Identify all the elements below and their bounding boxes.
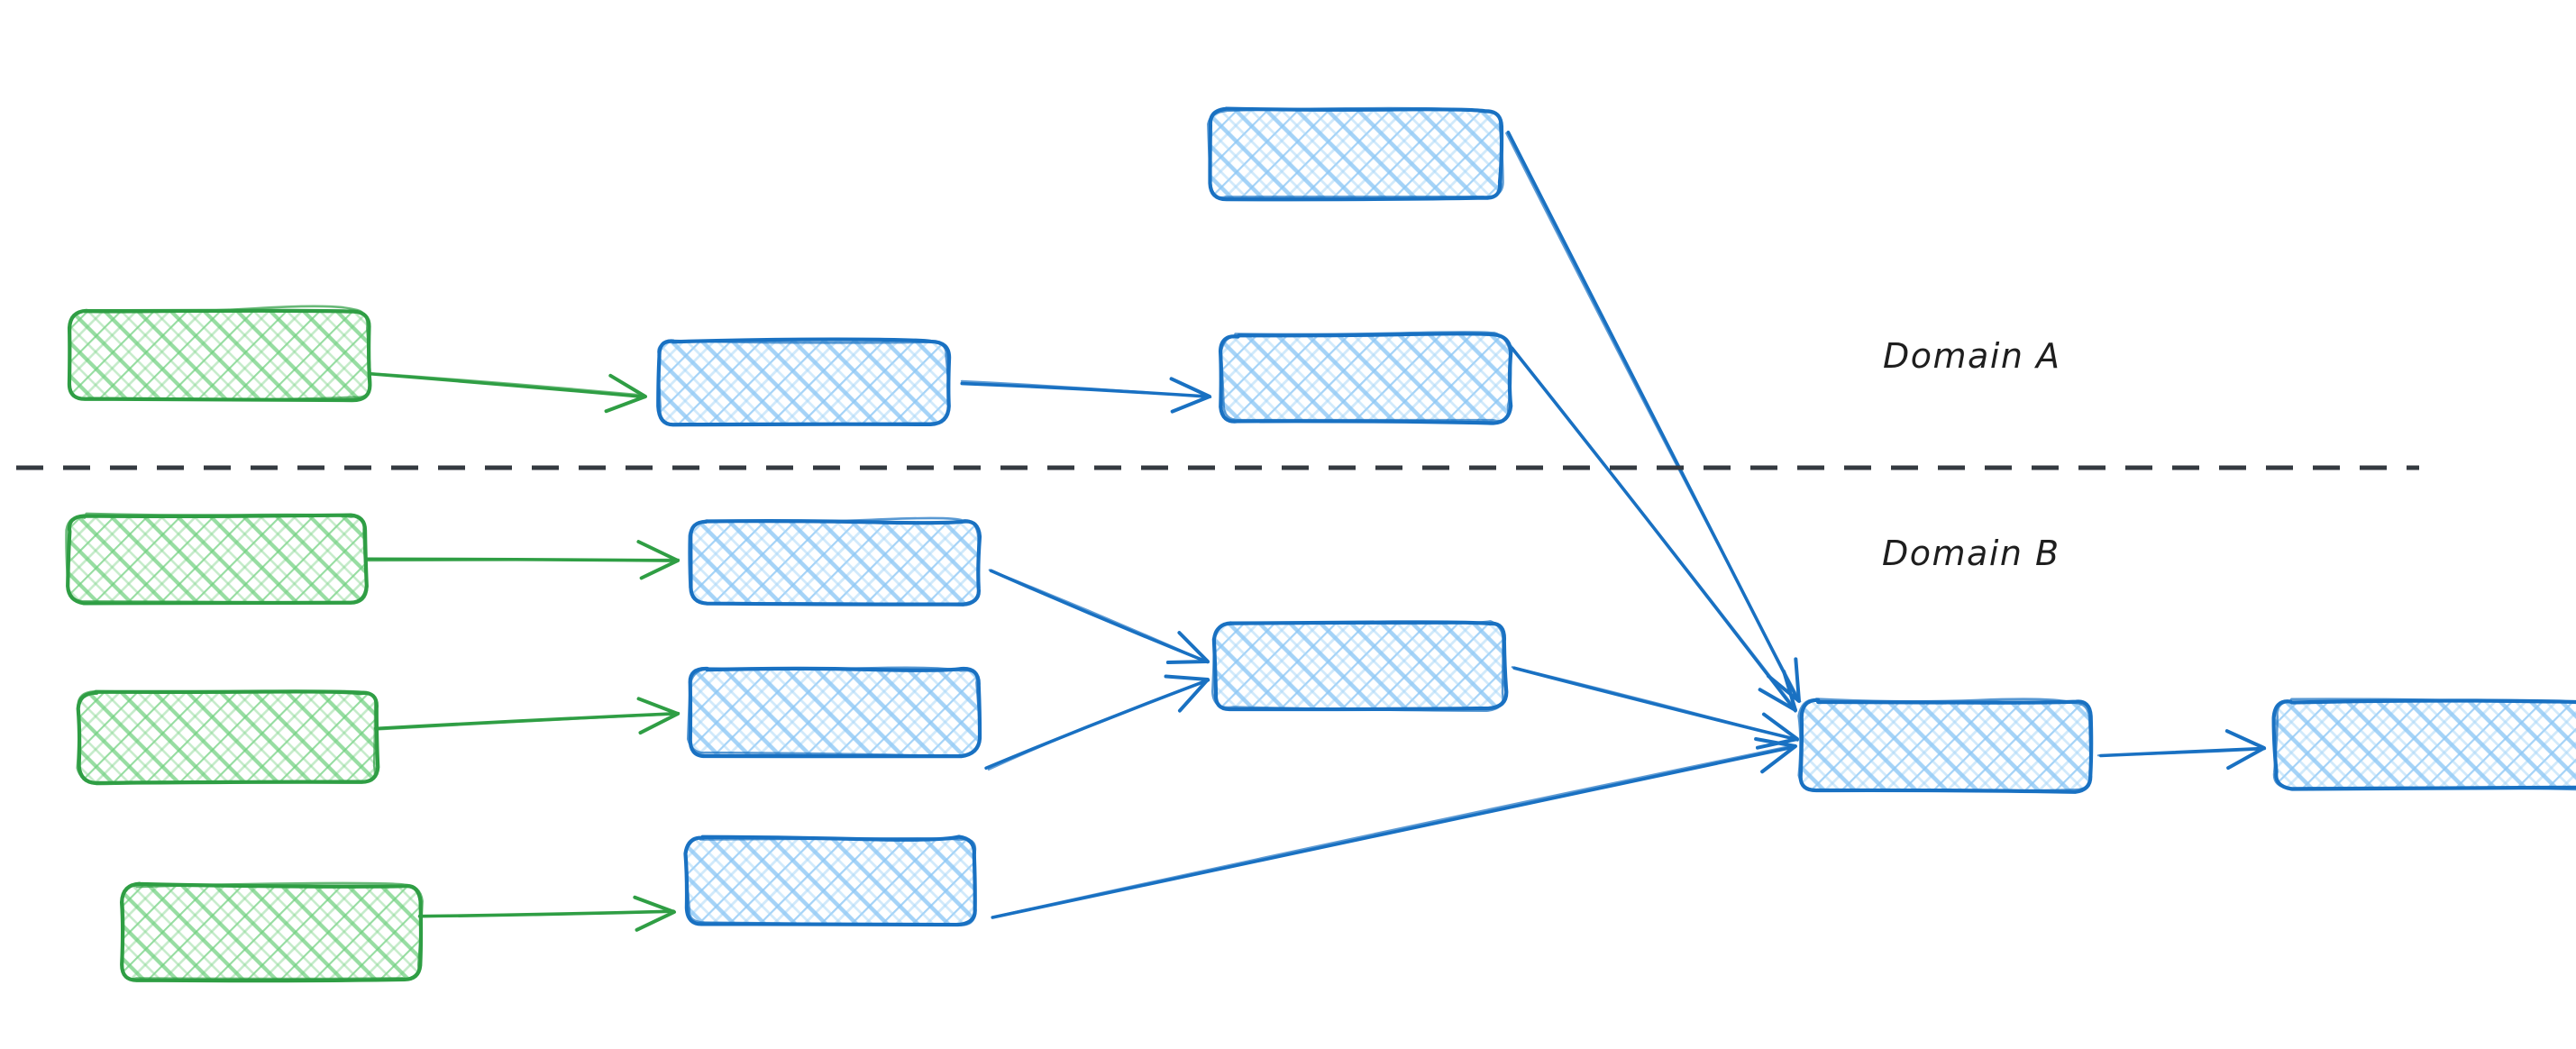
node-fill — [70, 311, 370, 399]
node-fill — [2275, 701, 2576, 788]
edge-layer — [364, 130, 2267, 932]
edge-shaft — [1505, 132, 1802, 703]
node-outline — [1797, 698, 2093, 793]
node-blue-b3[interactable] — [683, 835, 977, 927]
node-blue-merge[interactable] — [1210, 620, 1509, 712]
edge-shaft — [988, 569, 1210, 664]
edge-blue-b2-to-merge[interactable] — [984, 674, 1210, 771]
edge-shaft — [418, 910, 676, 917]
edge-shaft — [1511, 666, 1799, 742]
edge-arrowhead — [1754, 736, 1797, 774]
node-green-b2[interactable] — [76, 689, 380, 786]
node-fill — [123, 885, 420, 981]
node-fill — [690, 521, 979, 604]
node-green-b3[interactable] — [119, 881, 424, 983]
edge-arrowhead — [1755, 712, 1799, 750]
edge-shaft — [987, 680, 1210, 771]
node-outline — [1207, 106, 1504, 199]
node-fill — [79, 692, 377, 782]
node-green-a1[interactable] — [67, 305, 372, 403]
edge-shaft — [366, 558, 681, 562]
node-layer — [65, 106, 2576, 983]
edge-shaft — [960, 379, 1212, 398]
node-fill — [1801, 701, 2091, 791]
edge-blue-merge-to-sink[interactable] — [1511, 666, 1799, 750]
node-fill — [1210, 110, 1501, 198]
edge-blue-a2-to-sink[interactable] — [1510, 344, 1797, 713]
domain-a-label: Domain A — [1883, 336, 2061, 376]
edge-arrowhead — [1164, 674, 1210, 713]
edge-arrowhead — [1165, 631, 1210, 665]
edge-green-b2-to-blue-b2[interactable] — [373, 697, 681, 735]
edge-blue-sink-to-out[interactable] — [2096, 729, 2267, 771]
node-fill — [69, 515, 366, 602]
edge-blue-b3-to-sink[interactable] — [991, 736, 1797, 919]
edge-green-b1-to-blue-b1[interactable] — [364, 540, 681, 580]
node-blue-a2[interactable] — [1218, 331, 1513, 425]
node-blue-out[interactable] — [2271, 698, 2576, 791]
node-outline — [68, 305, 372, 401]
edge-blue-a1-to-blue-a2[interactable] — [960, 377, 1212, 414]
edge-shaft — [1510, 344, 1797, 711]
edge-shaft — [991, 744, 1797, 919]
node-blue-b2[interactable] — [686, 666, 982, 759]
edge-shaft — [991, 743, 1796, 918]
node-fill — [1215, 624, 1505, 708]
edge-blue-b1-to-merge[interactable] — [988, 569, 1210, 665]
node-outline — [688, 516, 981, 607]
node-blue-sink[interactable] — [1797, 698, 2094, 794]
node-fill — [658, 341, 948, 424]
node-green-b1[interactable] — [65, 512, 369, 606]
edge-shaft — [368, 371, 646, 397]
node-outline — [686, 666, 982, 758]
node-outline — [65, 512, 369, 605]
node-outline — [76, 689, 377, 786]
edge-arrowhead — [633, 895, 676, 932]
node-blue-a1[interactable] — [656, 337, 952, 427]
node-outline — [657, 339, 950, 426]
edge-arrowhead — [2224, 729, 2266, 771]
edge-arrowhead — [636, 697, 680, 735]
node-outline — [1210, 620, 1504, 712]
node-outline — [2272, 698, 2576, 791]
edge-green-a1-to-blue-a1[interactable] — [368, 371, 647, 414]
node-blue-b1[interactable] — [688, 516, 982, 607]
edge-green-b3-to-blue-b3[interactable] — [417, 895, 676, 932]
node-fill — [1221, 335, 1510, 422]
edge-arrowhead — [636, 540, 680, 580]
edge-shaft — [2096, 748, 2264, 757]
edge-shaft — [1510, 346, 1797, 713]
node-outline — [683, 836, 977, 926]
node-fill — [690, 669, 979, 755]
edge-arrowhead — [1758, 669, 1797, 712]
edge-arrowhead — [1766, 657, 1801, 703]
edge-shaft — [368, 371, 647, 399]
edge-arrowhead — [604, 373, 647, 414]
domain-b-label: Domain B — [1882, 534, 2060, 573]
edge-shaft — [376, 713, 679, 731]
edge-blue-a-top-to-sink[interactable] — [1505, 130, 1802, 703]
node-fill — [687, 838, 975, 925]
node-blue-a-top[interactable] — [1207, 106, 1504, 202]
node-outline — [1219, 331, 1512, 423]
node-outline — [120, 881, 424, 981]
edge-arrowhead — [1169, 377, 1211, 414]
